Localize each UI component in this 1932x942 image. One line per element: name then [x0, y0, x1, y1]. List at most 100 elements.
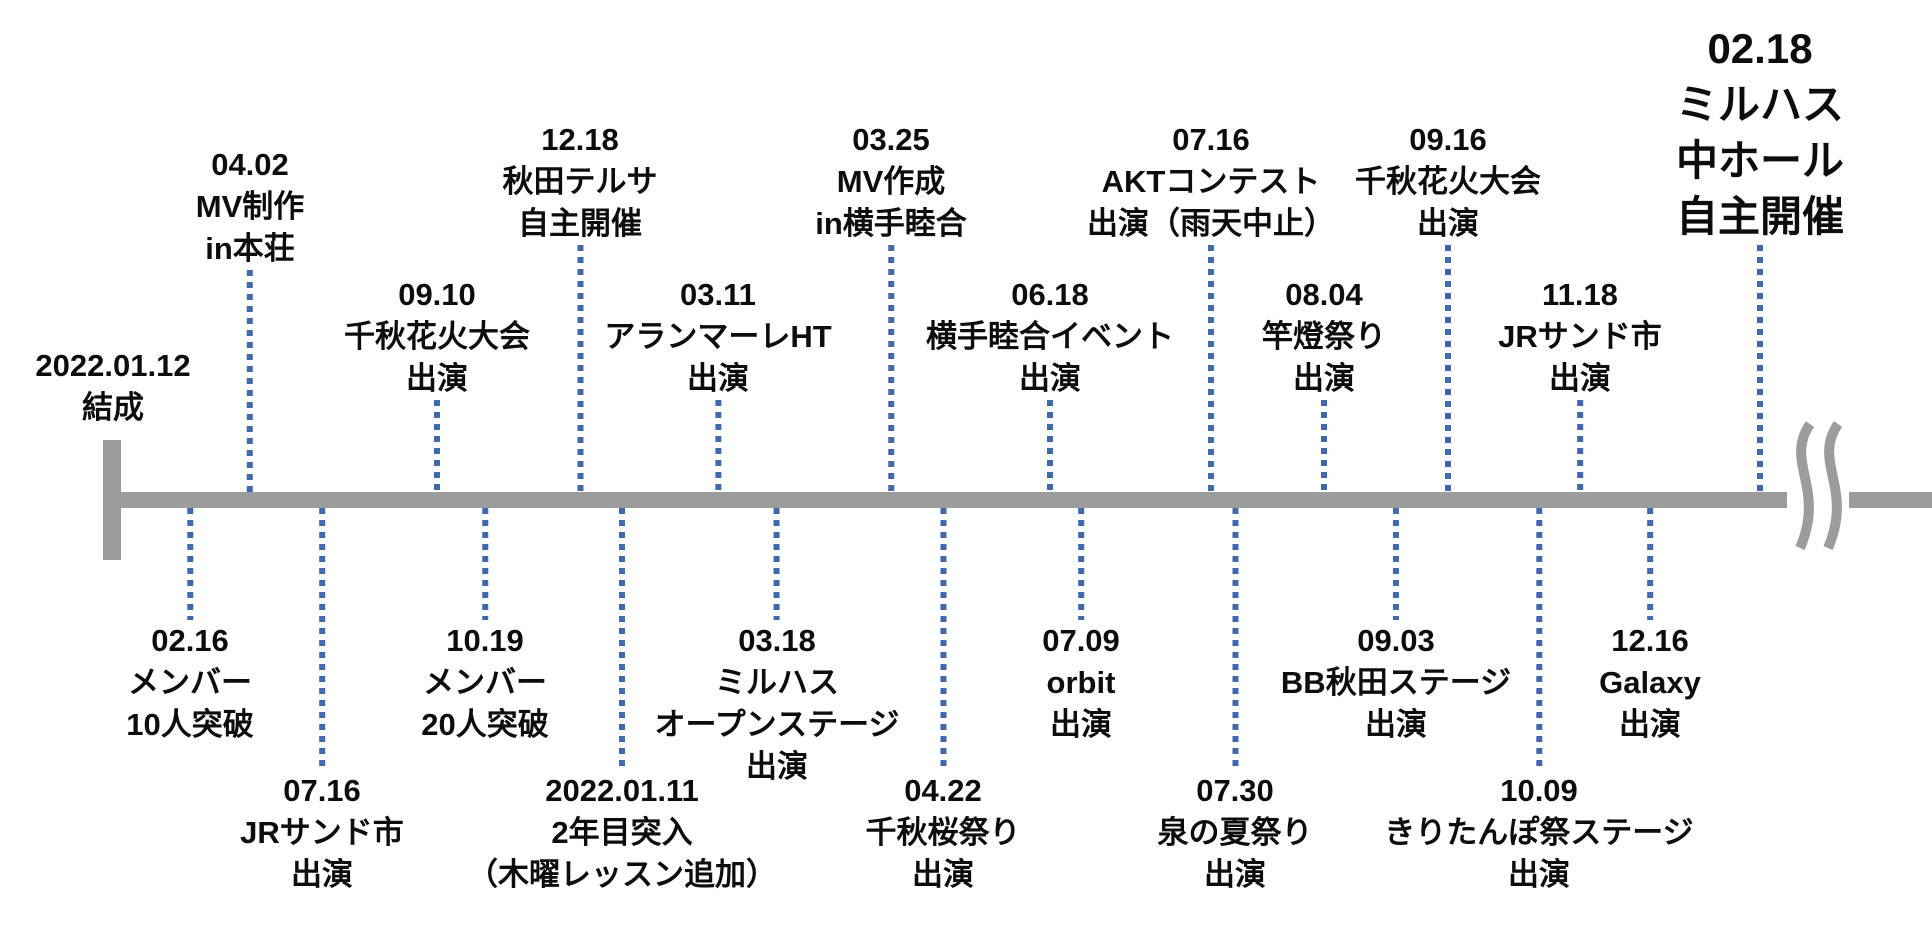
event-text-line: 出演	[1019, 361, 1081, 396]
event-label: 10.19 メンバー 20人突破	[421, 620, 548, 746]
event-label: 02.18 ミルハス 中ホール 自主開催	[1676, 21, 1844, 245]
event-label: 08.04 竿燈祭り 出演	[1262, 274, 1386, 400]
event-text-line: 秋田テルサ	[502, 164, 658, 199]
event-date: 03.25	[852, 122, 930, 157]
timeline-bar-right-segment	[1849, 492, 1932, 508]
event-text-line: 千秋桜祭り	[865, 815, 1021, 850]
timeline-event: 10.09 きりたんぽ祭ステージ 出演	[1384, 508, 1694, 896]
event-label: 09.03 BB秋田ステージ 出演	[1281, 620, 1511, 746]
event-date: 10.19	[446, 623, 524, 658]
event-label: 07.09 orbit 出演	[1042, 620, 1120, 746]
event-date: 07.09	[1042, 623, 1120, 658]
dotted-connector	[1393, 508, 1399, 620]
dotted-connector	[1232, 508, 1238, 770]
dotted-connector	[1646, 508, 1653, 620]
timeline-event: 07.09 orbit 出演	[1042, 508, 1120, 746]
event-text-line: 竿燈祭り	[1262, 319, 1386, 354]
event-text-line: 出演	[1618, 707, 1681, 742]
dotted-connector	[1756, 245, 1763, 492]
timeline-bar-left-segment	[103, 492, 1787, 508]
event-text-line: メンバー	[127, 665, 252, 700]
event-text-line: 中ホール	[1675, 137, 1845, 184]
dotted-connector	[888, 245, 894, 492]
event-text-line: JRサンド市	[1498, 319, 1662, 354]
event-date: 08.04	[1285, 277, 1363, 312]
dotted-connector	[1576, 400, 1583, 492]
event-text-line: 出演	[912, 857, 974, 892]
event-label: 09.16 千秋花火大会 出演	[1355, 119, 1541, 245]
dotted-connector	[481, 508, 488, 620]
event-text-line: ミルハス	[1675, 81, 1845, 128]
event-label: 12.16 Galaxy 出演	[1599, 620, 1701, 746]
event-text-line: メンバー	[422, 665, 547, 700]
event-date: 02.18	[1707, 25, 1813, 72]
event-date: 09.10	[398, 277, 476, 312]
event-date: 04.22	[904, 773, 982, 808]
dotted-connector	[1321, 400, 1327, 492]
event-label: 10.09 きりたんぽ祭ステージ 出演	[1384, 770, 1693, 896]
event-date: 03.11	[680, 277, 756, 312]
dotted-connector	[434, 400, 440, 492]
event-text-line: 自主開催	[518, 206, 642, 241]
dotted-connector	[940, 508, 946, 770]
timeline-event: 04.22 千秋桜祭り 出演	[866, 508, 1021, 896]
event-text-line: 出演	[686, 361, 749, 396]
event-text-line: 出演（雨天中止）	[1087, 206, 1335, 241]
event-date: 12.18	[541, 122, 619, 157]
event-text-line: MV作成	[836, 164, 946, 199]
start-date: 2022.01.12	[35, 348, 191, 383]
event-date: 07.30	[1196, 773, 1274, 808]
event-text-line: 10人突破	[126, 707, 254, 742]
timeline-event: 04.02 MV制作 in本荘	[196, 144, 305, 492]
dotted-connector	[1077, 508, 1084, 620]
event-text-line: オープンステージ	[654, 707, 900, 742]
timeline-event: 09.03 BB秋田ステージ 出演	[1281, 508, 1511, 746]
dotted-connector	[318, 508, 325, 770]
timeline-event: 09.16 千秋花火大会 出演	[1355, 119, 1541, 492]
event-date: 10.09	[1500, 773, 1578, 808]
event-label: 12.18 秋田テルサ 自主開催	[503, 119, 658, 245]
event-text-line: Galaxy	[1599, 665, 1701, 700]
event-text-line: 出演	[1049, 707, 1112, 742]
event-text-line: 自主開催	[1675, 193, 1845, 240]
event-text-line: BB秋田ステージ	[1280, 665, 1512, 700]
event-text-line: MV制作	[195, 189, 305, 224]
timeline-event: 03.11 アランマーレHT 出演	[604, 274, 832, 492]
event-text-line: AKTコンテスト	[1101, 164, 1321, 199]
timeline-event: 09.10 千秋花火大会 出演	[344, 274, 530, 492]
event-text-line: in横手睦合	[815, 206, 967, 241]
event-date: 09.03	[1357, 623, 1435, 658]
timeline-event: 12.16 Galaxy 出演	[1599, 508, 1701, 746]
event-label: 2022.01.11 2年目突入 （木曜レッスン追加）	[467, 770, 777, 896]
event-date: 11.18	[1542, 277, 1618, 312]
dotted-connector	[247, 270, 253, 492]
timeline-event: 06.18 横手睦合イベント 出演	[926, 274, 1174, 492]
start-text: 結成	[82, 390, 144, 425]
event-date: 07.16	[283, 773, 361, 808]
dotted-connector	[186, 508, 193, 620]
event-text-line: 出演	[1365, 707, 1427, 742]
timeline-event: 03.25 MV作成 in横手睦合	[815, 119, 967, 492]
dotted-connector	[1208, 245, 1214, 492]
event-date: 2022.01.11	[545, 773, 699, 808]
dotted-connector	[577, 245, 583, 492]
event-text-line: （木曜レッスン追加）	[467, 857, 777, 892]
event-label: 02.16 メンバー 10人突破	[126, 620, 253, 746]
event-date: 02.16	[151, 623, 229, 658]
event-text-line: 出演	[1293, 361, 1355, 396]
timeline-break-squiggle-icon	[1795, 421, 1843, 550]
event-text-line: in本荘	[205, 231, 295, 266]
timeline-event: 11.18 JRサンド市 出演	[1498, 274, 1662, 492]
event-text-line: 出演	[1548, 361, 1611, 396]
event-label: 03.25 MV作成 in横手睦合	[815, 119, 967, 245]
event-text-line: きりたんぽ祭ステージ	[1384, 815, 1694, 850]
event-date: 12.16	[1611, 623, 1689, 658]
event-label: 11.18 JRサンド市 出演	[1498, 274, 1662, 400]
event-text-line: 泉の夏祭り	[1157, 815, 1313, 850]
event-label: 04.02 MV制作 in本荘	[196, 144, 305, 270]
timeline-event: 02.16 メンバー 10人突破	[126, 508, 254, 746]
dotted-connector	[774, 508, 780, 620]
event-text-line: 横手睦合イベント	[926, 319, 1174, 354]
event-text-line: 出演	[1204, 857, 1266, 892]
